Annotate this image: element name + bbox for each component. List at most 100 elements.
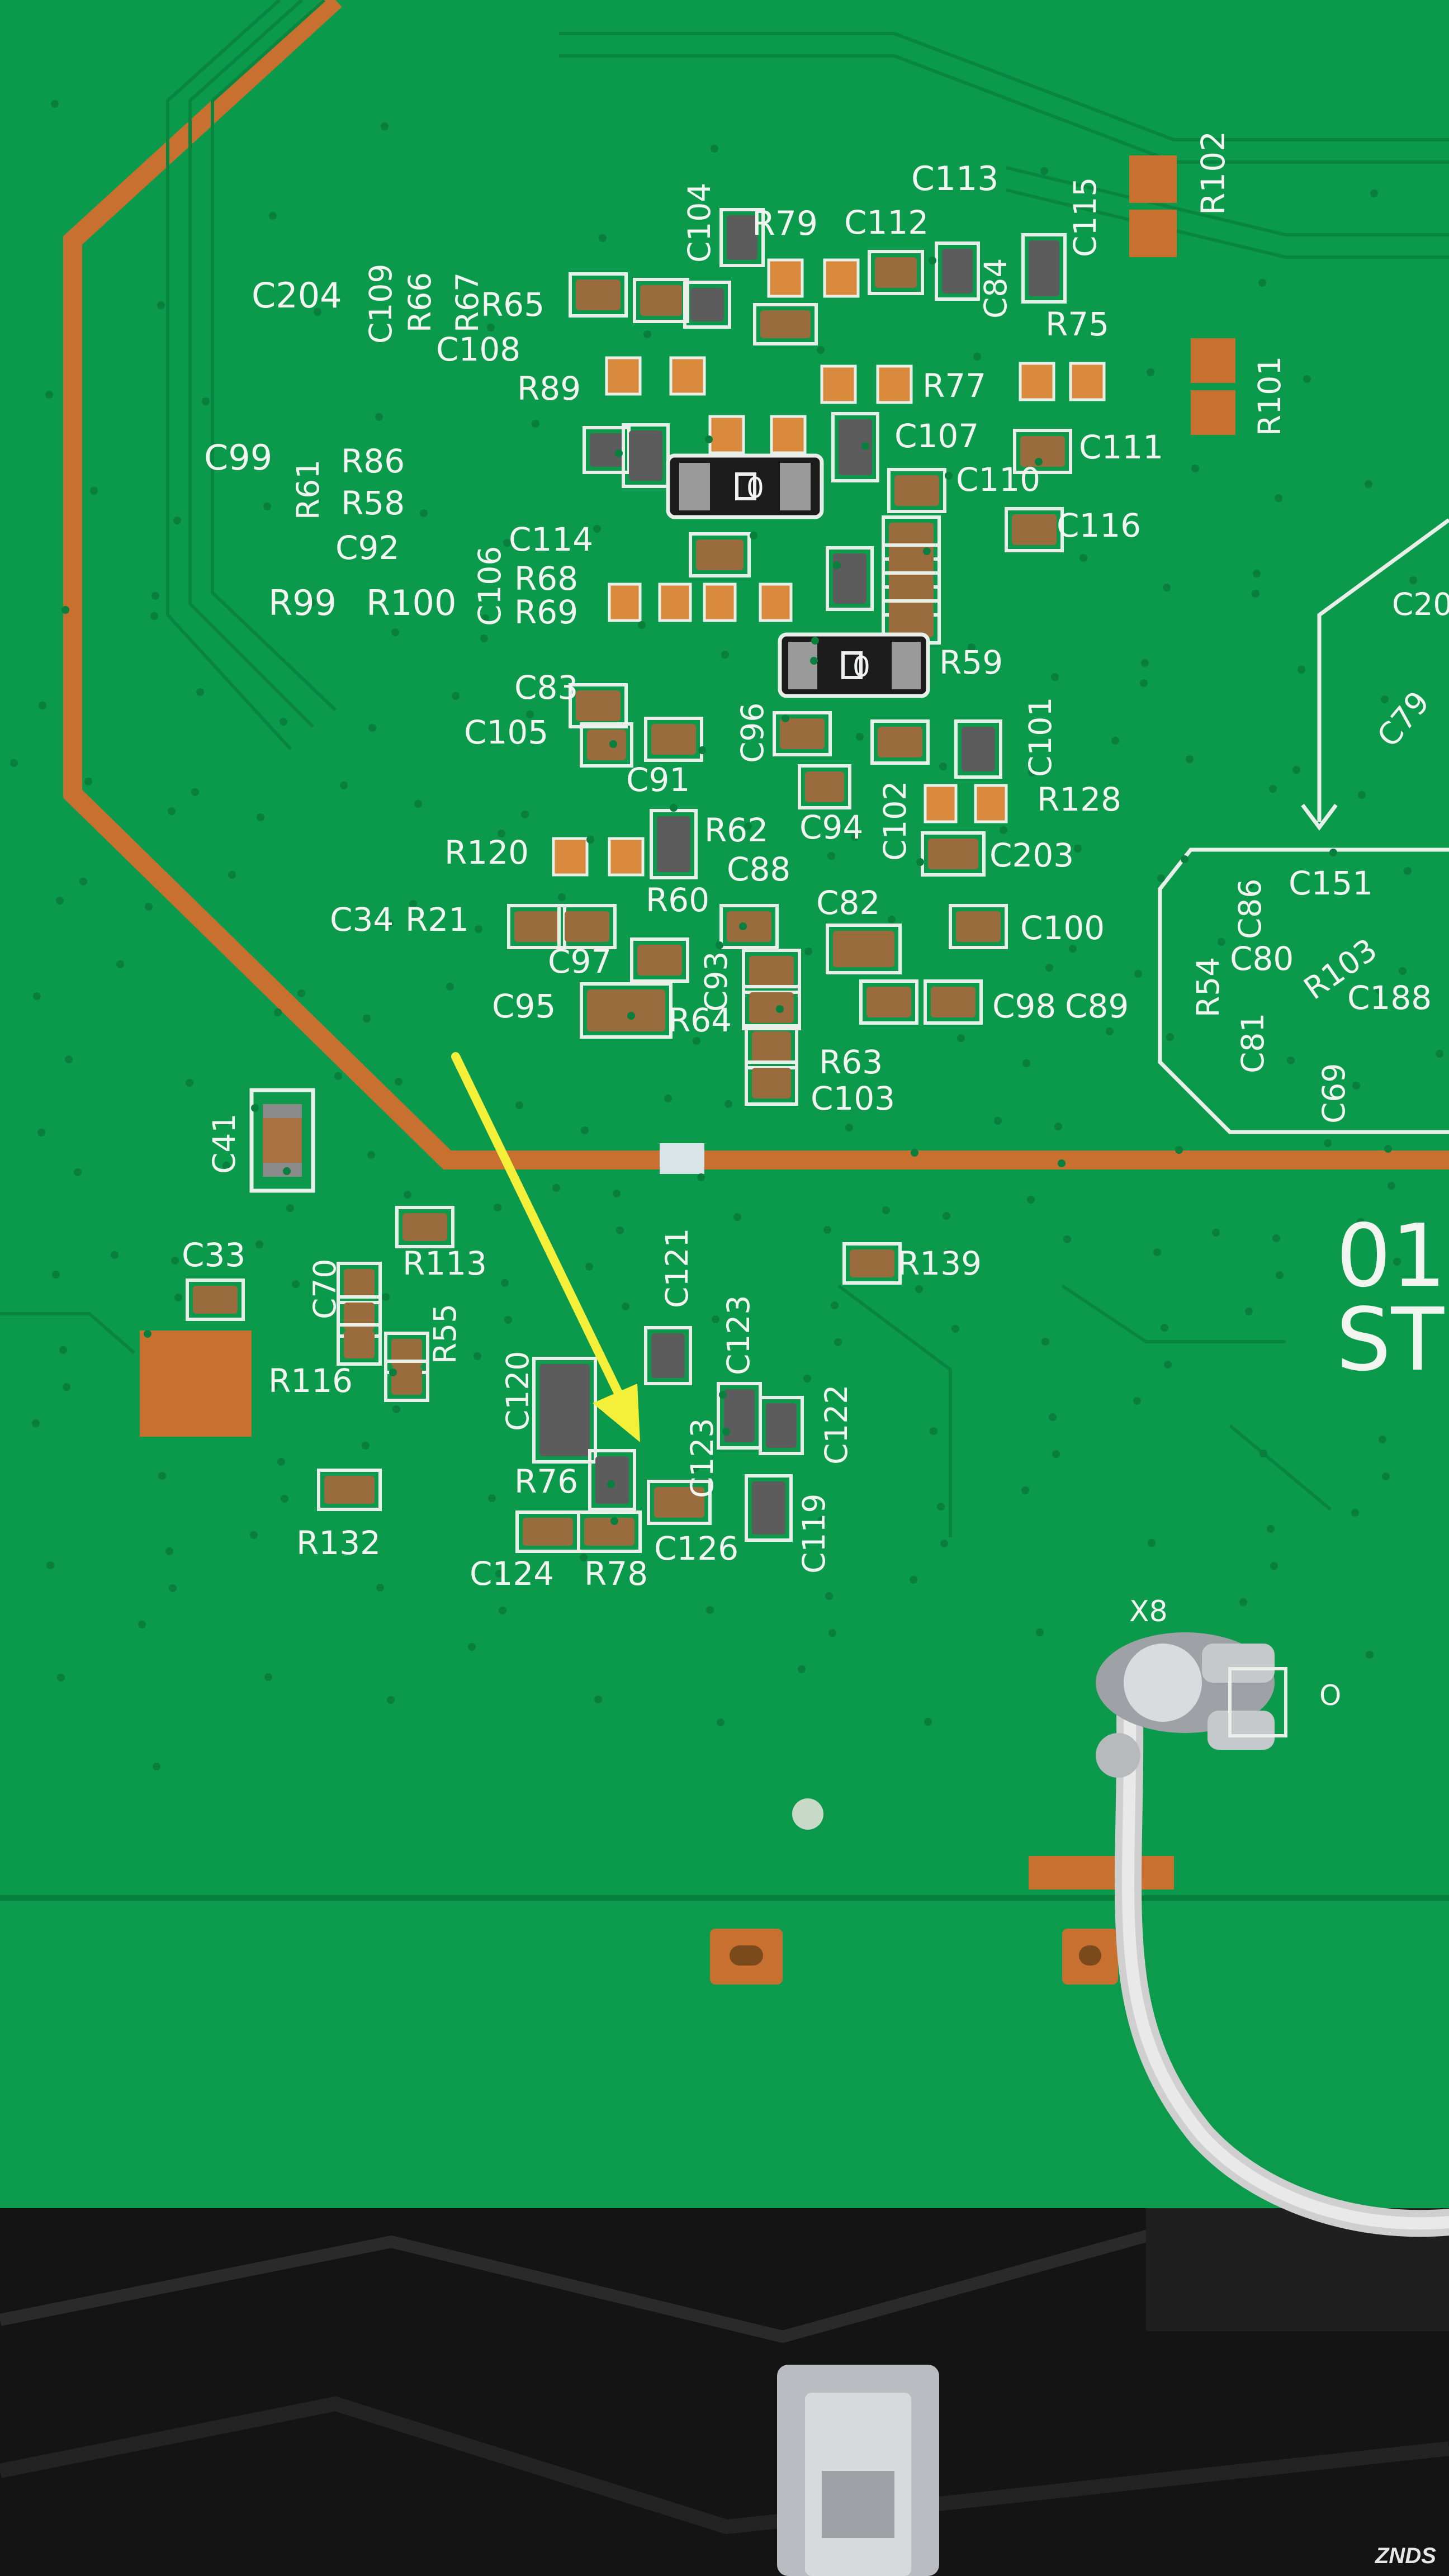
silk-label-c116: C116 [1057, 506, 1141, 544]
silk-label-r54: R54 [1190, 957, 1226, 1017]
via [480, 634, 488, 642]
silk-label-c188: C188 [1347, 979, 1432, 1017]
via [834, 1338, 842, 1346]
silk-label-c69: C69 [1316, 1063, 1352, 1124]
component-outline [384, 1360, 429, 1402]
smd-part [344, 1330, 375, 1358]
via [1351, 1509, 1359, 1517]
via [1258, 279, 1266, 287]
copper-pad [924, 784, 958, 823]
via [910, 1576, 917, 1584]
via [1028, 769, 1036, 776]
via [376, 1584, 384, 1592]
component-outline [337, 1323, 382, 1366]
via [74, 1168, 82, 1176]
via [1063, 1235, 1071, 1243]
via [281, 1495, 288, 1503]
smd-part [724, 1389, 755, 1442]
via [622, 1303, 629, 1310]
copper-pad [1019, 362, 1055, 401]
via [1079, 554, 1087, 562]
silk-label-big2: ST [1336, 1289, 1445, 1390]
via [52, 1271, 60, 1278]
via [1366, 1651, 1374, 1659]
via [693, 1037, 700, 1045]
via [157, 301, 165, 309]
via [51, 100, 59, 108]
smd-part [391, 1367, 422, 1395]
via [314, 308, 321, 316]
via [1303, 375, 1311, 383]
via [811, 637, 819, 645]
via [957, 1034, 965, 1042]
via [615, 449, 623, 457]
via [46, 1561, 54, 1569]
via [391, 628, 399, 636]
smd-part [523, 1518, 573, 1546]
via [1069, 945, 1077, 953]
via [1040, 167, 1048, 175]
smd-part [928, 839, 978, 869]
copper-pad [974, 784, 1008, 823]
via [116, 960, 124, 968]
via [1041, 1338, 1049, 1346]
silk-label-c203: C203 [989, 836, 1074, 874]
via [274, 1008, 282, 1016]
via [1163, 584, 1171, 591]
via [739, 922, 747, 930]
via [1358, 791, 1366, 799]
via [250, 1531, 258, 1539]
component-outline [924, 979, 983, 1025]
silk-label-c122: C122 [818, 1385, 854, 1465]
component-outline [1005, 507, 1064, 552]
component-outline [842, 1242, 902, 1285]
via [1382, 1472, 1390, 1480]
via [1140, 679, 1148, 687]
pcb-traces [0, 0, 1449, 1537]
component-outline [753, 303, 818, 345]
via [994, 1117, 1002, 1125]
via [1267, 1525, 1275, 1533]
via [269, 212, 277, 220]
via [1270, 1562, 1278, 1570]
via [494, 1204, 501, 1211]
via [174, 1294, 182, 1301]
via [1375, 986, 1383, 994]
via [1399, 967, 1407, 975]
via [532, 420, 539, 428]
smd-part [595, 1456, 629, 1504]
via [111, 1251, 119, 1259]
silk-label-r113: R113 [402, 1244, 487, 1282]
via [581, 1126, 589, 1134]
via [255, 1240, 263, 1248]
component-outline [647, 1480, 712, 1525]
silk-label-c126: C126 [654, 1530, 738, 1568]
silk-label-r79: R79 [752, 204, 818, 243]
via [1106, 1027, 1114, 1035]
via [1191, 465, 1199, 472]
copper-pad [658, 583, 692, 622]
smd-part [514, 911, 559, 942]
via [270, 1382, 278, 1390]
silk-label-c88: C88 [727, 850, 790, 888]
via [923, 547, 931, 555]
via [1051, 673, 1059, 681]
smd-part [657, 816, 690, 872]
component-outline [644, 1326, 692, 1385]
component-outline [826, 546, 874, 611]
via [169, 1584, 177, 1592]
via [404, 1191, 411, 1199]
via [817, 346, 825, 354]
via [363, 1015, 371, 1022]
via [32, 1419, 40, 1427]
via [504, 1316, 512, 1324]
smd-components [186, 208, 1106, 1553]
silk-label-c204: C204 [252, 275, 342, 316]
via [712, 1315, 719, 1323]
via [943, 1212, 950, 1220]
component-outline [622, 423, 670, 488]
silk-label-c121: C121 [659, 1228, 695, 1308]
silk-label-r99: R99 [268, 583, 337, 623]
via [851, 833, 859, 841]
silk-label-r58: R58 [341, 484, 405, 522]
